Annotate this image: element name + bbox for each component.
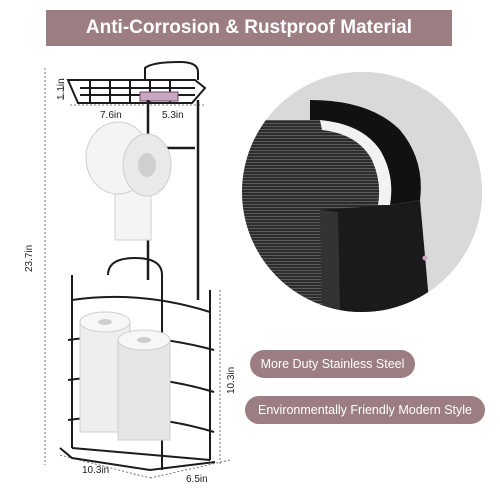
feature-pill-stainless: More Duty Stainless Steel (250, 350, 415, 378)
dim-shelf-depth: 5.3in (162, 110, 184, 121)
banner-title: Anti-Corrosion & Rustproof Material (85, 17, 413, 38)
dimension-lines (44, 68, 231, 479)
top-shelf (66, 60, 207, 104)
feature-pill-eco: Environmentally Friendly Modern Style (245, 396, 485, 424)
dim-base-width: 10.3in (82, 465, 110, 476)
material-closeup (242, 72, 482, 312)
dim-shelf-width: 7.6in (100, 110, 122, 121)
hanging-roll (85, 121, 172, 241)
dim-shelf-height: 1.1in (56, 78, 67, 100)
feature-label: Environmentally Friendly Modern Style (258, 403, 472, 417)
title-banner: Anti-Corrosion & Rustproof Material (46, 10, 452, 46)
stacked-rolls (79, 311, 171, 441)
feature-label: More Duty Stainless Steel (260, 357, 405, 371)
upright-rods (146, 100, 200, 300)
dim-base-depth: 6.5in (186, 474, 208, 485)
dim-basket-height: 10.3in (226, 366, 237, 394)
dim-total-height: 23.7in (24, 244, 35, 272)
